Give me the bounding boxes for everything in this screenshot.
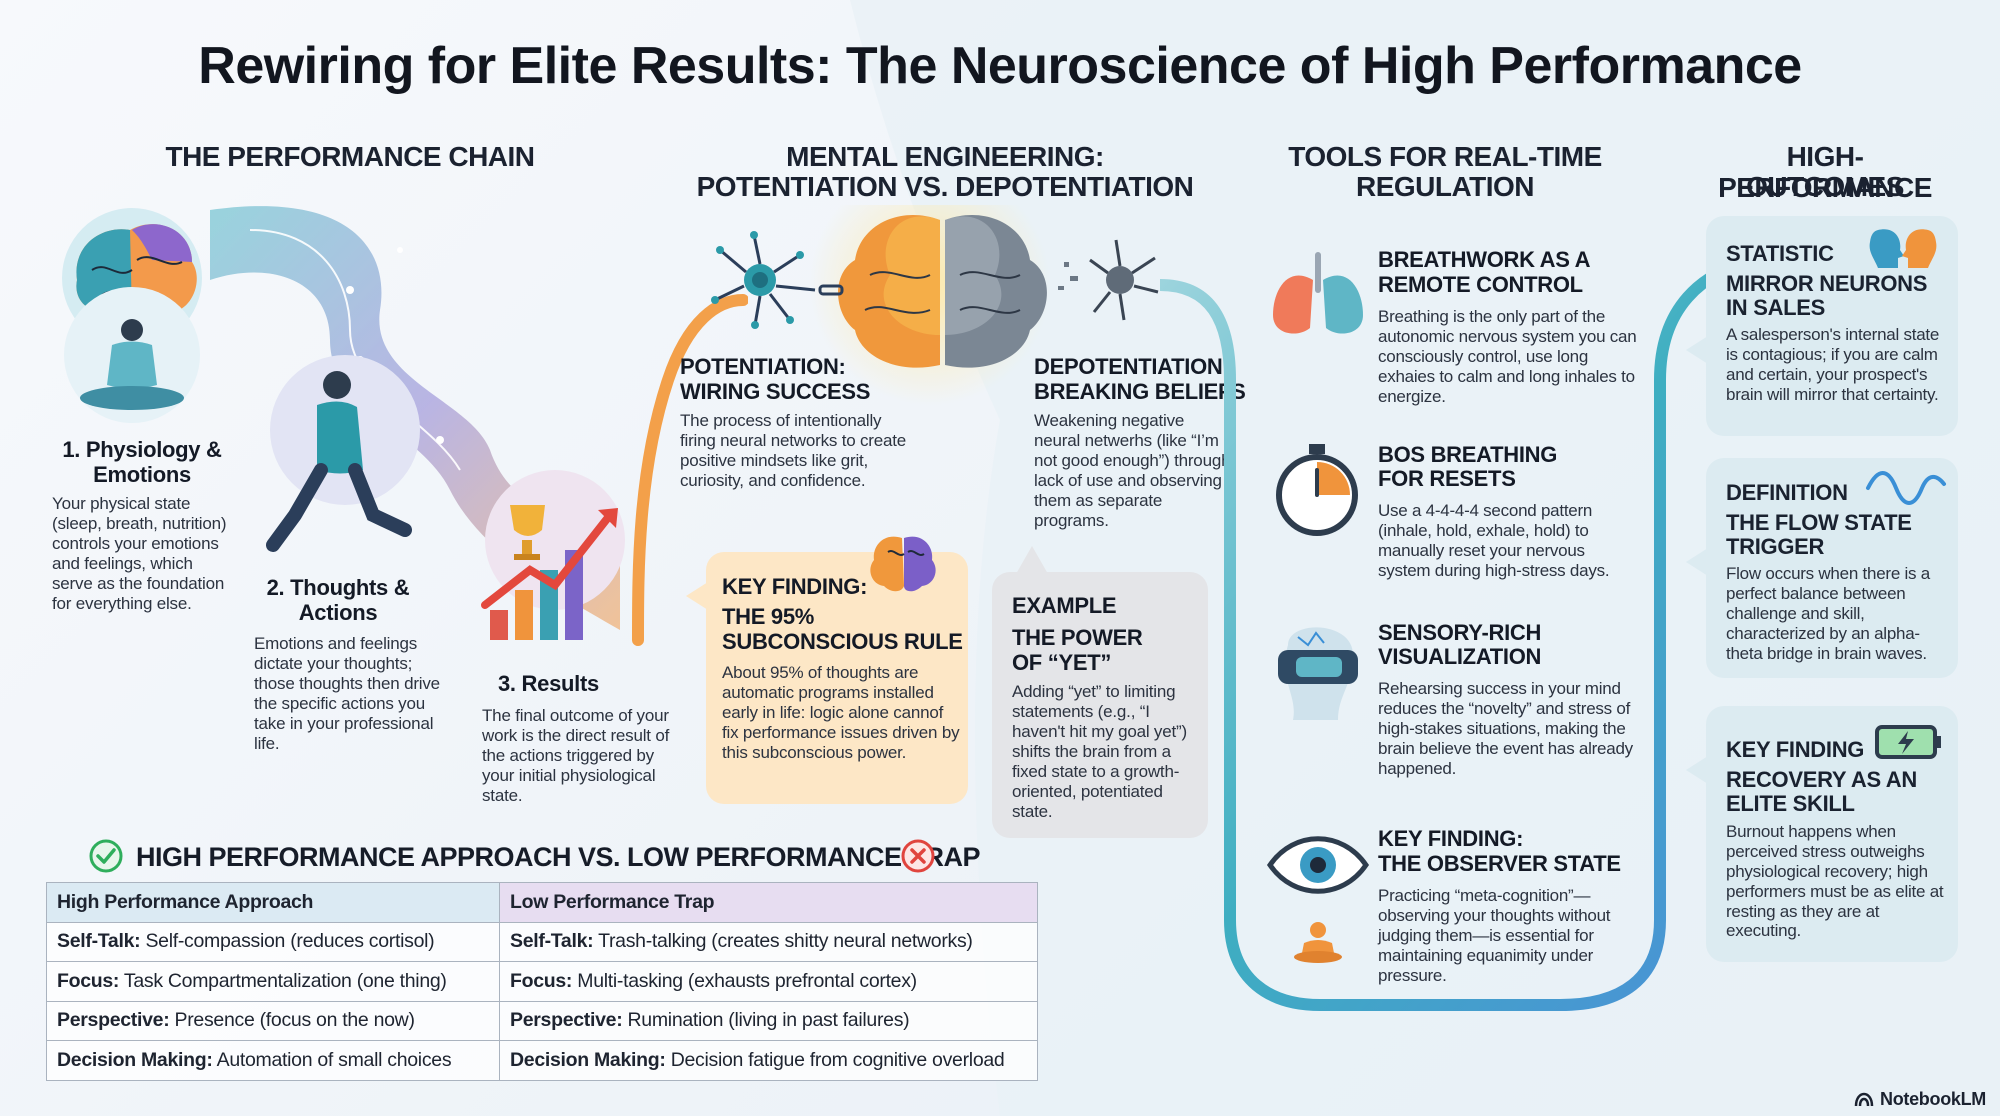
key-finding-kicker: KEY FINDING: [722, 574, 868, 599]
tools-heading-line2: REGULATION [1355, 171, 1535, 202]
row-label: Decision Making: [510, 1048, 666, 1071]
low-cell: Rumination (living in past failures) [627, 1009, 910, 1032]
row-label: Perspective: [57, 1009, 170, 1032]
key-finding-title-line1: THE 95% [722, 604, 815, 629]
row-label: Self-Talk: [510, 930, 594, 953]
col-low-header: Low Performance Trap [499, 882, 1038, 923]
outcome-3-title-line1: RECOVERY AS AN [1726, 767, 1917, 792]
tool-4-text: Practicing “meta-cognition”—observing yo… [1378, 886, 1611, 985]
potentiation-text: The process of intentionally firing neur… [680, 411, 907, 491]
table-header-row: High Performance Approach Low Performanc… [46, 882, 1038, 923]
mental-heading-line1: MENTAL ENGINEERING: [786, 141, 1104, 172]
brain-icon [870, 536, 936, 592]
tool-2-title-line1: BOS BREATHING [1378, 442, 1558, 467]
chain-step-1-title: 1. Physiology & Emotions [62, 437, 222, 487]
depotentiation-text: Weakening negative neural netwerhs (like… [1034, 411, 1231, 531]
eye-icon [1266, 836, 1370, 963]
chain-step-3-text: The final outcome of your work is the di… [482, 706, 670, 806]
outcome-2-text: Flow occurs when there is a perfect bala… [1726, 564, 1930, 663]
key-finding-card [686, 552, 968, 804]
potentiation-title-line2: WIRING SUCCESS [680, 379, 871, 404]
outcome-1-text: A salesperson's internal state is contag… [1726, 325, 1940, 404]
outcomes-heading-line2: OUTCOMES [1746, 171, 1904, 202]
example-kicker: EXAMPLE [1012, 593, 1117, 618]
outcome-2-title-line1: THE FLOW STATE [1726, 510, 1912, 535]
chain-step-2-title: 2. Thoughts & Actions [266, 575, 410, 625]
row-label: Self-Talk: [57, 930, 141, 953]
example-card [992, 546, 1208, 838]
chain-heading: THE PERFORMANCE CHAIN [165, 141, 535, 172]
outcome-1-title-line1: MIRROR NEURONS [1726, 271, 1928, 296]
tools-frame-arc [1160, 260, 1766, 1011]
outcome-1-kicker: STATISTIC [1726, 241, 1834, 266]
example-text: Adding “yet” to limiting statements (e.g… [1012, 682, 1187, 822]
comparison-table: High Performance Approach Low Performanc… [46, 882, 1038, 1081]
two-heads-icon [1869, 229, 1937, 268]
chain-step-2-text: Emotions and feelings dictate your thoug… [254, 634, 440, 754]
outcome-3-kicker: KEY FINDING [1726, 737, 1865, 762]
tool-2-text: Use a 4-4-4-4 second pattern (inhale, ho… [1378, 501, 1610, 580]
notebooklm-logo-icon [1854, 1092, 1874, 1106]
orange-arc [632, 294, 748, 646]
depotentiation-title-line2: BREAKING BELIEFS [1034, 379, 1246, 404]
wave-icon [1866, 471, 1946, 505]
x-circle-icon [901, 839, 935, 873]
low-cell: Multi-tasking (exhausts prefrontal corte… [577, 969, 917, 992]
row-label: Focus: [57, 969, 120, 992]
row-label: Focus: [510, 969, 573, 992]
comparison-heading: HIGH PERFORMANCE APPROACH VS. LOW PERFOR… [136, 842, 981, 872]
high-cell: Presence (focus on the now) [174, 1009, 415, 1032]
tool-3-text: Rehearsing success in your mind reduces … [1378, 679, 1633, 778]
page-title: Rewiring for Elite Results: The Neurosci… [198, 37, 1802, 95]
tools-heading-line1: TOOLS FOR REAL-TIME [1288, 141, 1602, 172]
example-title-line2: OF “YET” [1012, 650, 1112, 675]
tool-4-title-line2: THE OBSERVER STATE [1378, 851, 1621, 876]
outcome-3-text: Burnout happens when perceived stress ou… [1726, 822, 1944, 941]
outcome-1-title-line2: IN SALES [1726, 295, 1826, 320]
tool-2-title-line2: FOR RESETS [1378, 466, 1516, 491]
tool-4-title-line1: KEY FINDING: [1378, 826, 1524, 851]
low-cell: Trash-talking (creates shitty neural net… [598, 930, 973, 953]
brand-mark: NotebookLM [1854, 1089, 1986, 1110]
row-label: Decision Making: [57, 1048, 213, 1071]
tool-1-title-line1: BREATHWORK AS A [1378, 247, 1591, 272]
key-finding-title-line2: SUBCONSCIOUS RULE [722, 629, 963, 654]
battery-icon [1875, 725, 1941, 759]
lungs-icon [1273, 252, 1363, 334]
brand-label: NotebookLM [1880, 1089, 1986, 1109]
table-row: Focus: Task Compartmentalization (one th… [46, 961, 1038, 1002]
outcomes-heading-line1: HIGH-PERFORMANCE [1718, 141, 1932, 203]
stopwatch-icon [1276, 444, 1358, 536]
thinking-person-icon [266, 355, 420, 552]
mental-heading-line2: POTENTIATION VS. DEPOTENTIATION [696, 171, 1194, 202]
tool-1-text: Breathing is the only part of the autono… [1378, 307, 1637, 406]
low-cell: Decision fatigue from cognitive overload [670, 1048, 1005, 1071]
outcome-card-2 [1686, 458, 1958, 678]
tool-3-title-line2: VISUALIZATION [1378, 644, 1542, 669]
col-high-header: High Performance Approach [46, 882, 500, 923]
high-cell: Self-compassion (reduces cortisol) [145, 930, 435, 953]
row-label: Perspective: [510, 1009, 623, 1032]
tool-1-title-line2: REMOTE CONTROL [1378, 272, 1583, 297]
brain-meditation-icon [62, 208, 202, 423]
outcome-3-title-line2: ELITE SKILL [1726, 791, 1855, 816]
chain-step-3-title: 3. Results [498, 671, 599, 696]
check-circle-icon [89, 839, 123, 873]
outcome-2-title-line2: TRIGGER [1726, 534, 1825, 559]
trophy-chart-icon [481, 470, 625, 640]
table-row: Self-Talk: Self-compassion (reduces cort… [46, 921, 1038, 962]
outcome-2-kicker: DEFINITION [1726, 480, 1848, 505]
example-title-line1: THE POWER [1012, 625, 1143, 650]
tool-3-title-line1: SENSORY-RICH [1378, 620, 1542, 645]
split-brain-icon [711, 205, 1159, 405]
key-finding-text: About 95% of thoughts are automatic prog… [722, 663, 960, 763]
depotentiation-title-line1: DEPOTENTIATION: [1034, 354, 1230, 379]
high-cell: Task Compartmentalization (one thing) [123, 969, 447, 992]
vr-headset-icon [1278, 627, 1358, 720]
table-row: Perspective: Presence (focus on the now)… [46, 1000, 1038, 1041]
high-cell: Automation of small choices [216, 1048, 452, 1071]
table-row: Decision Making: Automation of small cho… [46, 1040, 1038, 1081]
potentiation-title-line1: POTENTIATION: [680, 354, 846, 379]
chain-step-1-text: Your physical state (sleep, breath, nutr… [52, 494, 227, 614]
